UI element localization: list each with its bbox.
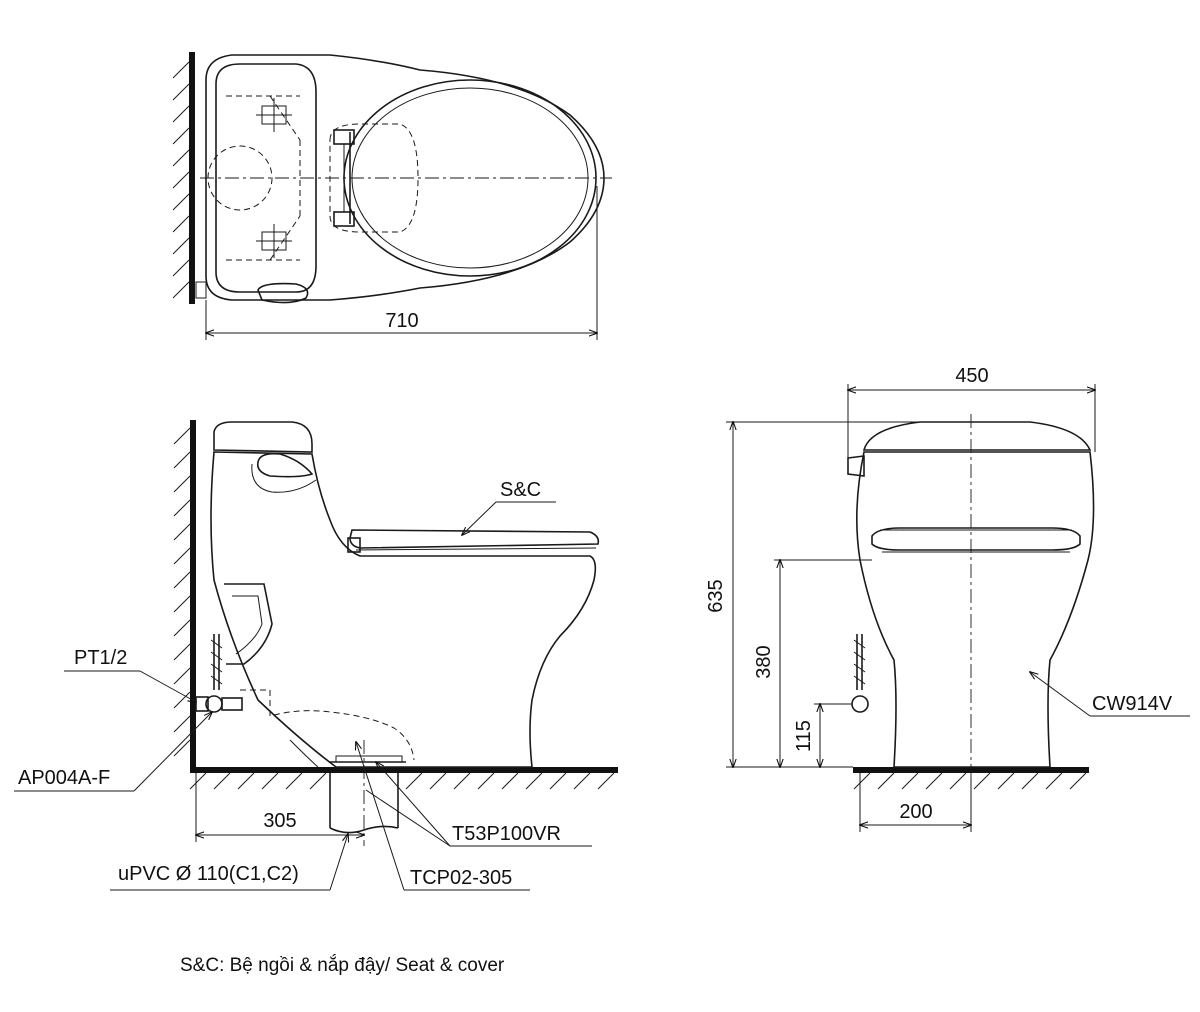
side-trapway <box>224 583 273 665</box>
top-fitting-lower <box>256 224 292 258</box>
side-bowl-base <box>240 689 415 761</box>
front-height-dimension: 635 <box>705 579 727 612</box>
top-fitting-upper <box>256 98 292 132</box>
top-wall <box>189 52 195 304</box>
side-offset-dimension: 305 <box>263 810 296 832</box>
side-supply-hose <box>210 634 223 690</box>
front-model-label: CW914V <box>1092 693 1173 715</box>
front-floor-hatching <box>853 772 1087 790</box>
front-body-outline <box>856 451 1095 768</box>
side-supply-label: PT1/2 <box>74 647 127 669</box>
side-floor-hatching <box>189 772 615 790</box>
top-tank <box>215 63 317 293</box>
top-flush-handle <box>257 282 309 304</box>
front-tank-lid <box>862 421 1092 451</box>
top-view: 710 <box>172 52 612 340</box>
top-wall-hatching <box>172 61 190 299</box>
side-flush-lever <box>256 452 314 478</box>
front-side-lever <box>847 455 865 477</box>
side-wall-hatching <box>173 427 191 757</box>
side-body-outline <box>210 451 597 768</box>
side-wall <box>190 420 196 772</box>
top-supply-stub <box>195 281 207 299</box>
side-seat-cover <box>349 529 600 549</box>
front-width-dimension: 450 <box>955 365 988 387</box>
side-floor <box>190 767 618 773</box>
side-angle-valve <box>195 695 243 713</box>
side-flange-label: T53P100VR <box>452 823 561 845</box>
legend-text: S&C: Bệ ngồi & nắp đậy/ Seat & cover <box>180 954 505 976</box>
top-width-dimension: 710 <box>385 310 418 332</box>
side-tank-lid <box>213 421 313 453</box>
top-bowl-hidden <box>329 123 419 233</box>
front-view: 450 635 380 115 200 CW914V <box>705 365 1190 832</box>
side-outlet-pipe <box>329 740 399 846</box>
front-supply-height-dimension: 115 <box>793 720 815 752</box>
side-view: 305 S&C PT1/2 AP004A-F T53P100VR uPVC Ø … <box>14 420 618 891</box>
side-adapter-label: TCP02-305 <box>410 867 512 889</box>
side-floor-flange <box>330 755 406 763</box>
side-seat-label: S&C <box>500 479 541 501</box>
side-valve-label: AP004A-F <box>18 767 110 789</box>
front-seat <box>871 527 1081 551</box>
side-pipe-label: uPVC Ø 110(C1,C2) <box>118 863 299 885</box>
front-supply-hose <box>851 634 869 713</box>
front-supply-offset-dimension: 200 <box>899 801 932 823</box>
top-body-outline <box>205 54 605 301</box>
side-seat-hinge <box>347 537 361 553</box>
front-seat-height-dimension: 380 <box>753 645 775 678</box>
